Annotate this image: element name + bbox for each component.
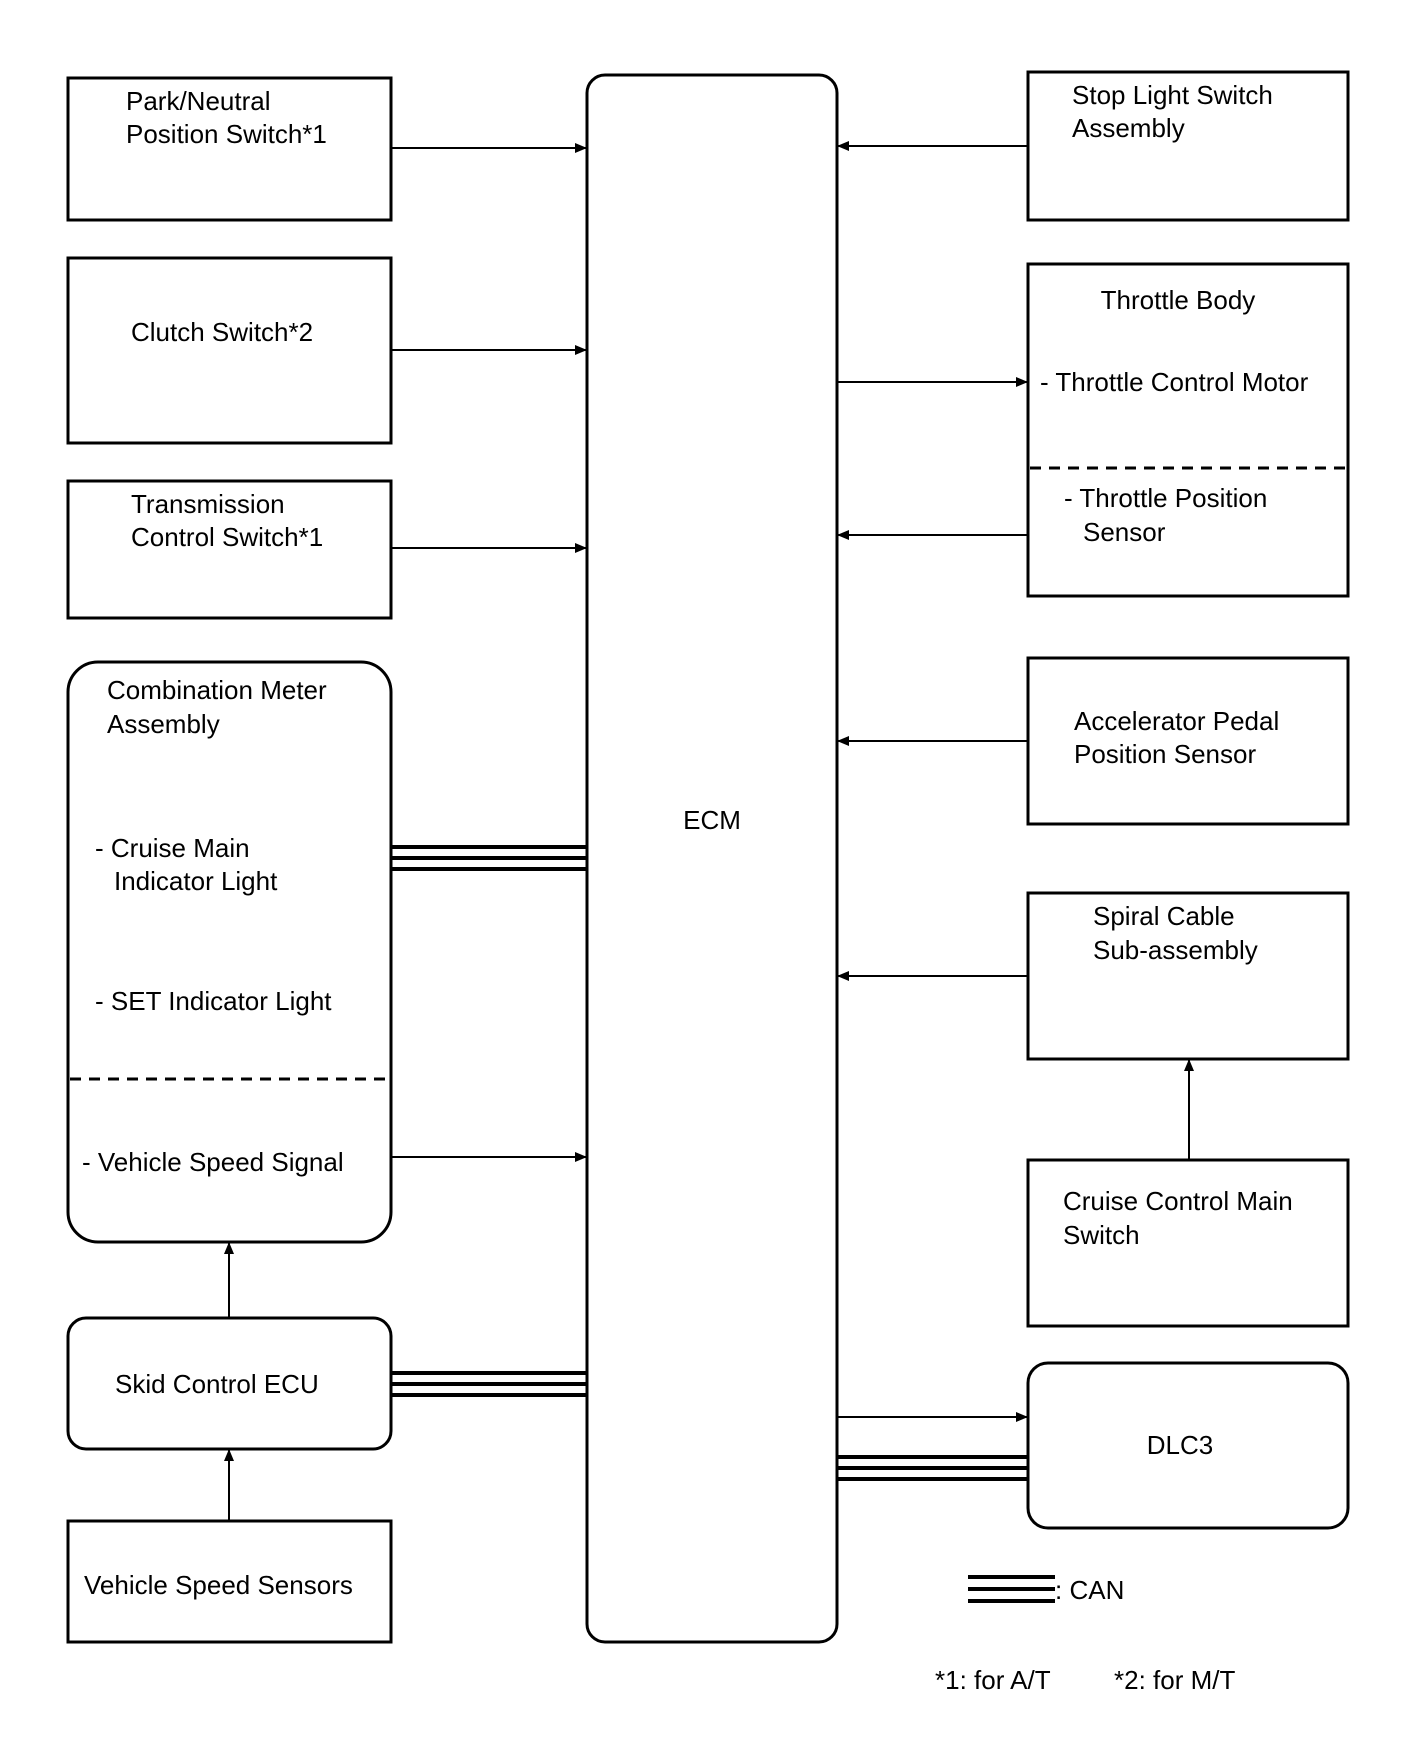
- throttle-position-sensor-label-1: - Throttle Position: [1064, 483, 1267, 513]
- throttle-position-sensor-label-2: Sensor: [1083, 517, 1166, 547]
- transmission-control-switch-box: Transmission Control Switch*1: [66, 479, 393, 620]
- throttle-body-title: Throttle Body: [1101, 285, 1256, 315]
- ecm-label: ECM: [683, 805, 741, 835]
- accelerator-pedal-sensor-box: Accelerator Pedal Position Sensor: [1026, 656, 1350, 826]
- park-neutral-label-1: Park/Neutral: [126, 86, 271, 116]
- ecm-block: ECM: [585, 73, 839, 1644]
- cruise-main-indicator-label-2: Indicator Light: [114, 866, 278, 896]
- dlc3-can-bus: [837, 1455, 1028, 1481]
- transmission-label-1: Transmission: [131, 489, 285, 519]
- combination-meter-can-bus: [391, 845, 587, 871]
- dlc3-box: DLC3: [1026, 1361, 1350, 1530]
- combination-meter-title-2: Assembly: [107, 709, 220, 739]
- cruise-main-indicator-label-1: - Cruise Main: [95, 833, 250, 863]
- vehicle-speed-sensors-label: Vehicle Speed Sensors: [84, 1570, 353, 1600]
- stop-light-label-2: Assembly: [1072, 113, 1185, 143]
- cruise-control-main-switch-box: Cruise Control Main Switch: [1026, 1158, 1350, 1328]
- clutch-switch-label: Clutch Switch*2: [131, 317, 313, 347]
- accelerator-label-2: Position Sensor: [1074, 739, 1256, 769]
- spiral-cable-label-2: Sub-assembly: [1093, 935, 1258, 965]
- skid-control-can-bus: [391, 1371, 587, 1397]
- park-neutral-label-2: Position Switch*1: [126, 119, 327, 149]
- combination-meter-title-1: Combination Meter: [107, 675, 327, 705]
- stop-light-label-1: Stop Light Switch: [1072, 80, 1273, 110]
- can-legend-label: : CAN: [1055, 1575, 1124, 1605]
- stop-light-switch-box: Stop Light Switch Assembly: [1026, 70, 1350, 222]
- park-neutral-switch-box: Park/Neutral Position Switch*1: [66, 76, 393, 222]
- skid-control-ecu-label: Skid Control ECU: [115, 1369, 319, 1399]
- cruise-control-main-switch-label-2: Switch: [1063, 1220, 1140, 1250]
- throttle-body-box: Throttle Body - Throttle Control Motor -…: [1026, 262, 1350, 598]
- spiral-cable-label-1: Spiral Cable: [1093, 901, 1235, 931]
- set-indicator-label: - SET Indicator Light: [95, 986, 332, 1016]
- footnote-1: *1: for A/T: [935, 1665, 1051, 1695]
- combination-meter-box: Combination Meter Assembly - Cruise Main…: [66, 660, 393, 1244]
- accelerator-label-1: Accelerator Pedal: [1074, 706, 1279, 736]
- skid-control-ecu-box: Skid Control ECU: [66, 1316, 393, 1451]
- footnote-2: *2: for M/T: [1114, 1665, 1235, 1695]
- spiral-cable-box: Spiral Cable Sub-assembly: [1026, 891, 1350, 1061]
- can-legend-symbol: [968, 1575, 1055, 1603]
- vehicle-speed-signal-label: - Vehicle Speed Signal: [82, 1147, 344, 1177]
- clutch-switch-box: Clutch Switch*2: [66, 256, 393, 445]
- can-legend: : CAN: [968, 1575, 1124, 1605]
- cruise-control-main-switch-label-1: Cruise Control Main: [1063, 1186, 1293, 1216]
- vehicle-speed-sensors-box: Vehicle Speed Sensors: [66, 1519, 393, 1644]
- dlc3-label: DLC3: [1147, 1430, 1213, 1460]
- throttle-control-motor-label: - Throttle Control Motor: [1040, 367, 1309, 397]
- transmission-label-2: Control Switch*1: [131, 522, 323, 552]
